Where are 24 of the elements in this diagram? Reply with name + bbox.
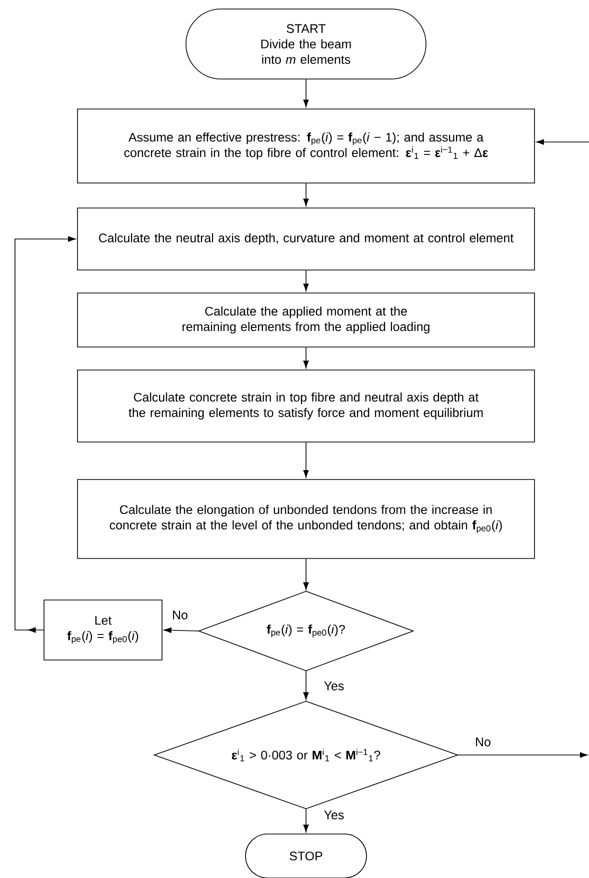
- arrow: [303, 558, 309, 590]
- arrow: [303, 270, 309, 292]
- arrow: [303, 670, 309, 700]
- stop-terminal: STOP: [245, 834, 367, 878]
- edge-label: Yes: [322, 810, 346, 820]
- arrow: [536, 139, 589, 145]
- edge-label: No: [171, 610, 189, 620]
- arrow: [457, 752, 588, 758]
- process-box: Assume an effective prestress: f$_{pe}$(i) = f$_{pe}$(i − 1); and assume a concrete strain in the top fibre of control element: ε$^{i}$$_{1}$ = ε$^{i−1}$$_{1}$ + Δε: [77, 108, 535, 184]
- edge-label: No: [474, 736, 492, 748]
- edge-label: Yes: [322, 680, 346, 692]
- arrow: [14, 236, 76, 633]
- process-box: Calculate the applied moment at the remaining elements from the applied loading: [77, 292, 535, 348]
- arrow: [303, 79, 309, 108]
- process-box: Let f$_{pe}$(i) = f$_{pe0}$(i): [44, 600, 162, 660]
- arrow: [303, 442, 309, 478]
- process-box: Calculate the neutral axis depth, curvature and moment at control element: [77, 208, 535, 270]
- arrow: [303, 808, 309, 832]
- arrow: [303, 347, 309, 368]
- start-terminal: START Divide the beam into m elements: [186, 8, 426, 80]
- arrow: [303, 183, 309, 206]
- process-box: Calculate the elongation of unbonded tendons from the increase in concrete strain at the level of the unbonded tendons; and obtain f$_{pe0}$(i): [77, 479, 535, 559]
- arrow: [164, 628, 200, 633]
- process-box: Calculate concrete strain in top fibre and neutral axis depth at the remaining elements to satisfy force and moment equilibrium: [77, 370, 535, 442]
